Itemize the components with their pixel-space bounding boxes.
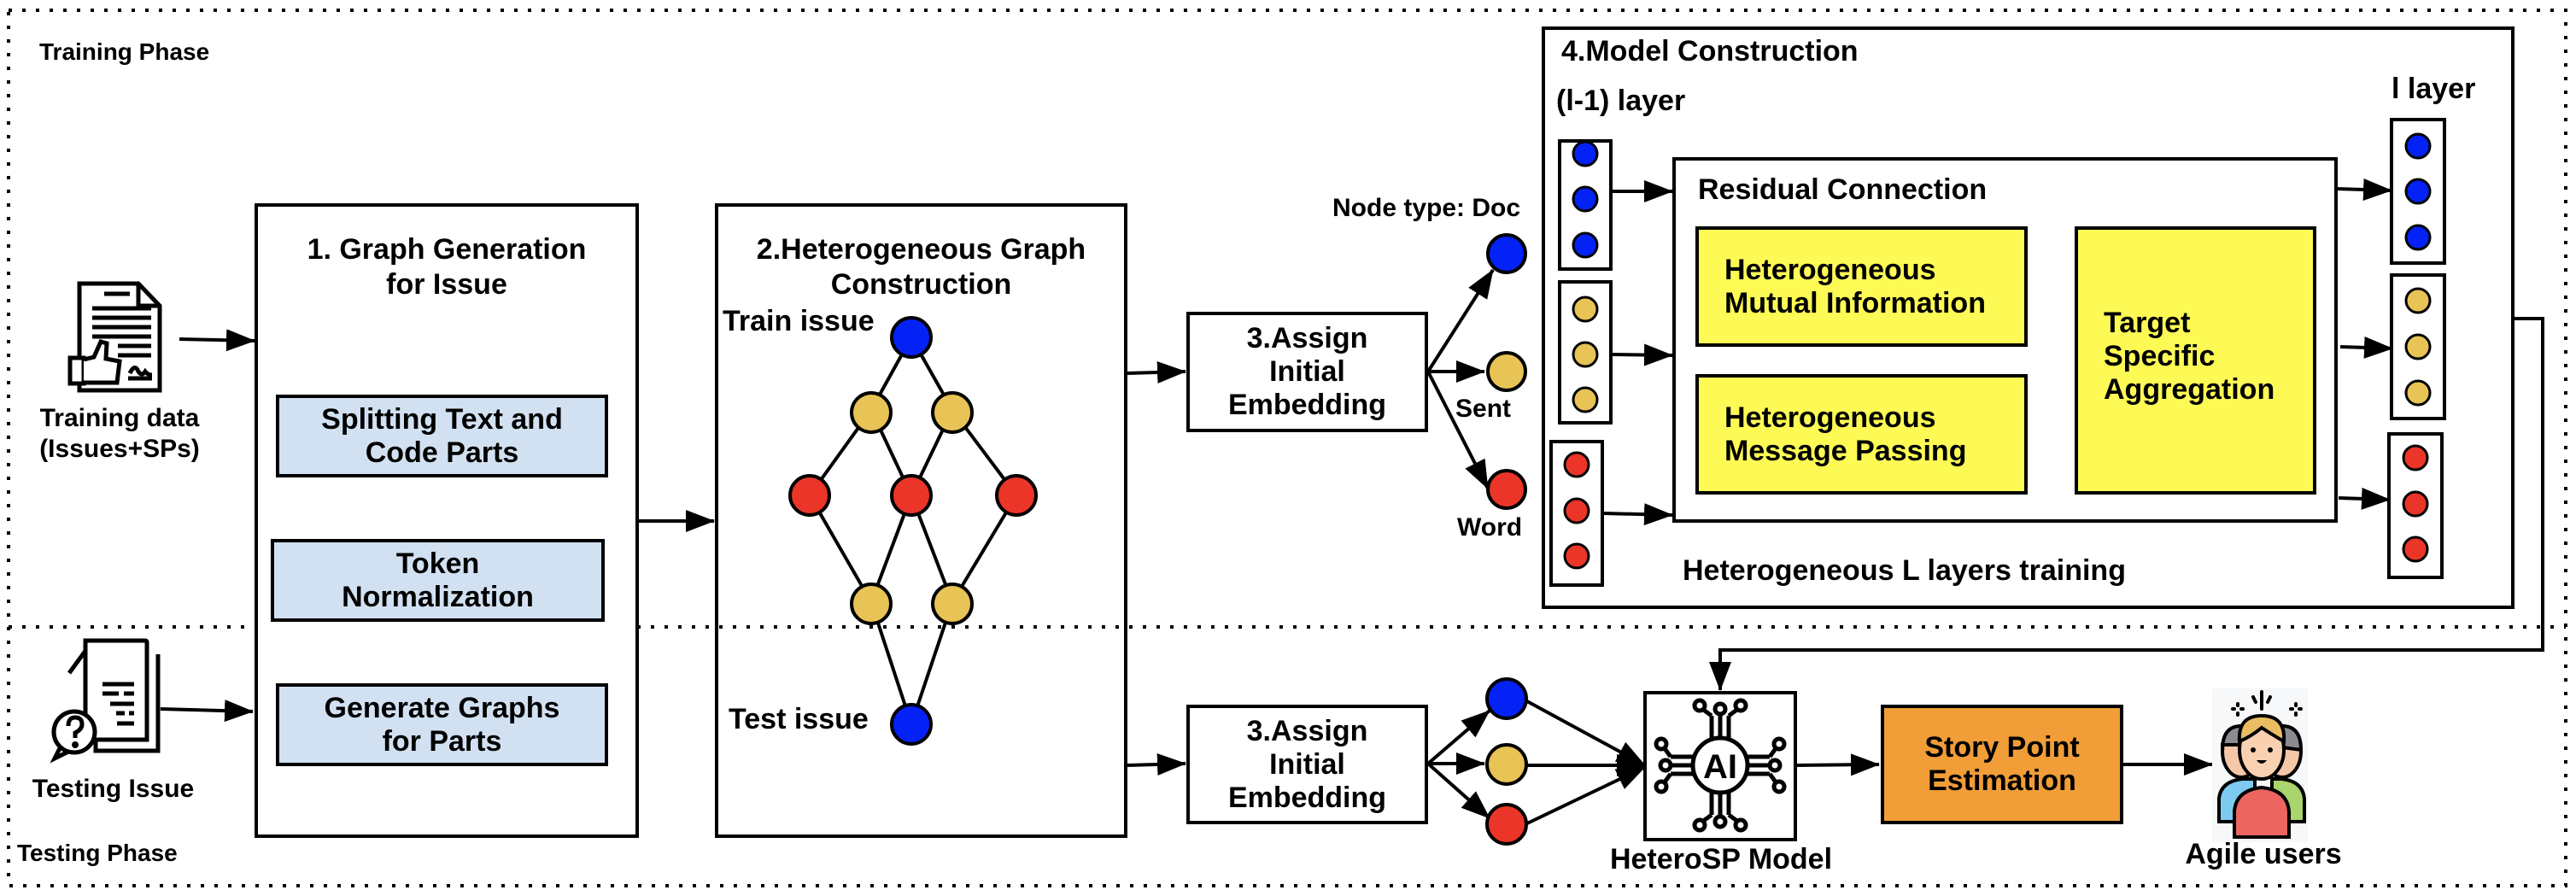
graph-node-word	[890, 474, 933, 517]
training-data-label: Training data (Issues+SPs)	[39, 404, 200, 463]
graph-node-sent	[850, 391, 893, 434]
prev-layer-label: (l-1) layer	[1556, 85, 1686, 117]
ai-chip-icon	[1654, 698, 1787, 833]
graph-node-train-doc	[890, 316, 933, 359]
substep-token-normalization: Token Normalization	[271, 539, 605, 622]
step4-title: 4.Model Construction	[1561, 35, 1859, 67]
arrow-step2-to-step3-test	[1127, 752, 1186, 776]
graph-node-test-doc	[890, 703, 933, 746]
train-issue-label: Train issue	[723, 305, 875, 337]
arrow-training-to-step1	[179, 329, 255, 352]
node-type-sent	[1486, 351, 1527, 392]
arrow-doc-to-model	[1525, 699, 1646, 767]
step2-graph-construction-box	[715, 203, 1127, 838]
node-type-word	[1486, 469, 1527, 510]
step2-title: 2.Heterogeneous Graph Construction	[756, 233, 1086, 301]
step1-title: 1. Graph Generation for Issue	[307, 233, 587, 301]
next-layer-label: l layer	[2392, 73, 2476, 105]
graph-node-word	[995, 474, 1038, 517]
step3-assign-embedding-train: 3.Assign Initial Embedding	[1186, 312, 1428, 432]
training-phase-label: Training Phase	[39, 38, 210, 65]
arrow-residual-to-word	[2338, 487, 2391, 510]
substep-generate-graphs: Generate Graphs for Parts	[276, 683, 608, 766]
heterosp-model-label: HeteroSP Model	[1609, 843, 1833, 875]
graph-node-sent	[931, 583, 974, 625]
arrow-to-doc-node	[1426, 268, 1495, 373]
heterogeneous-graph	[788, 316, 1038, 746]
agile-users-label: Agile users	[2185, 838, 2342, 870]
outer-phase-border	[7, 9, 2567, 887]
arrow-residual-to-sent	[2339, 336, 2393, 359]
training-data-icon	[67, 281, 162, 393]
node-type-doc	[1486, 233, 1527, 274]
node-type-doc-label: Node type: Doc	[1332, 194, 1521, 222]
arrow-model-to-estimation	[1794, 753, 1880, 776]
next-layer-nodes	[2387, 118, 2446, 579]
testing-issue-label: Testing Issue	[32, 775, 195, 803]
step3-assign-embedding-test: 3.Assign Initial Embedding	[1186, 705, 1428, 824]
testing-issue-icon	[50, 638, 161, 764]
l-layers-training-label: Heterogeneous L layers training	[1683, 554, 2126, 587]
arrow-to-word-node	[1426, 371, 1490, 489]
test-node-doc	[1485, 677, 1528, 720]
arrow-word-to-residual	[1603, 503, 1673, 526]
graph-node-word	[788, 474, 831, 517]
message-passing-block: Heterogeneous Message Passing	[1695, 374, 2028, 495]
graph-node-sent	[931, 391, 974, 434]
arrow-sent-to-residual	[1612, 343, 1673, 366]
target-specific-aggregation-block: Target Specific Aggregation	[2075, 226, 2316, 495]
node-type-sent-label: Sent	[1455, 395, 1512, 423]
test-issue-label: Test issue	[729, 703, 869, 735]
residual-connection-label: Residual Connection	[1698, 173, 1988, 206]
arrow-test-to-word	[1426, 762, 1491, 820]
prev-layer-nodes	[1549, 139, 1613, 587]
mutual-information-block: Heterogeneous Mutual Information	[1695, 226, 2028, 347]
arrow-test-to-doc	[1426, 709, 1491, 765]
graph-node-sent	[850, 583, 893, 625]
arrow-testing-to-step1	[160, 700, 254, 723]
test-node-word	[1485, 803, 1528, 846]
agile-users-icon	[2212, 688, 2308, 842]
ai-chip-text: AI	[1703, 748, 1737, 786]
arrow-trained-model-to-heterosp	[1709, 317, 2544, 691]
substep-split-text-code: Splitting Text and Code Parts	[276, 395, 608, 477]
arrow-step2-to-step3-train	[1127, 360, 1186, 384]
arrow-word-to-model	[1525, 765, 1646, 826]
arrow-residual-to-doc	[2336, 178, 2392, 201]
node-type-word-label: Word	[1457, 513, 1523, 542]
test-node-sent	[1485, 743, 1528, 786]
story-point-estimation-box: Story Point Estimation	[1881, 705, 2123, 824]
testing-phase-label: Testing Phase	[17, 840, 178, 866]
